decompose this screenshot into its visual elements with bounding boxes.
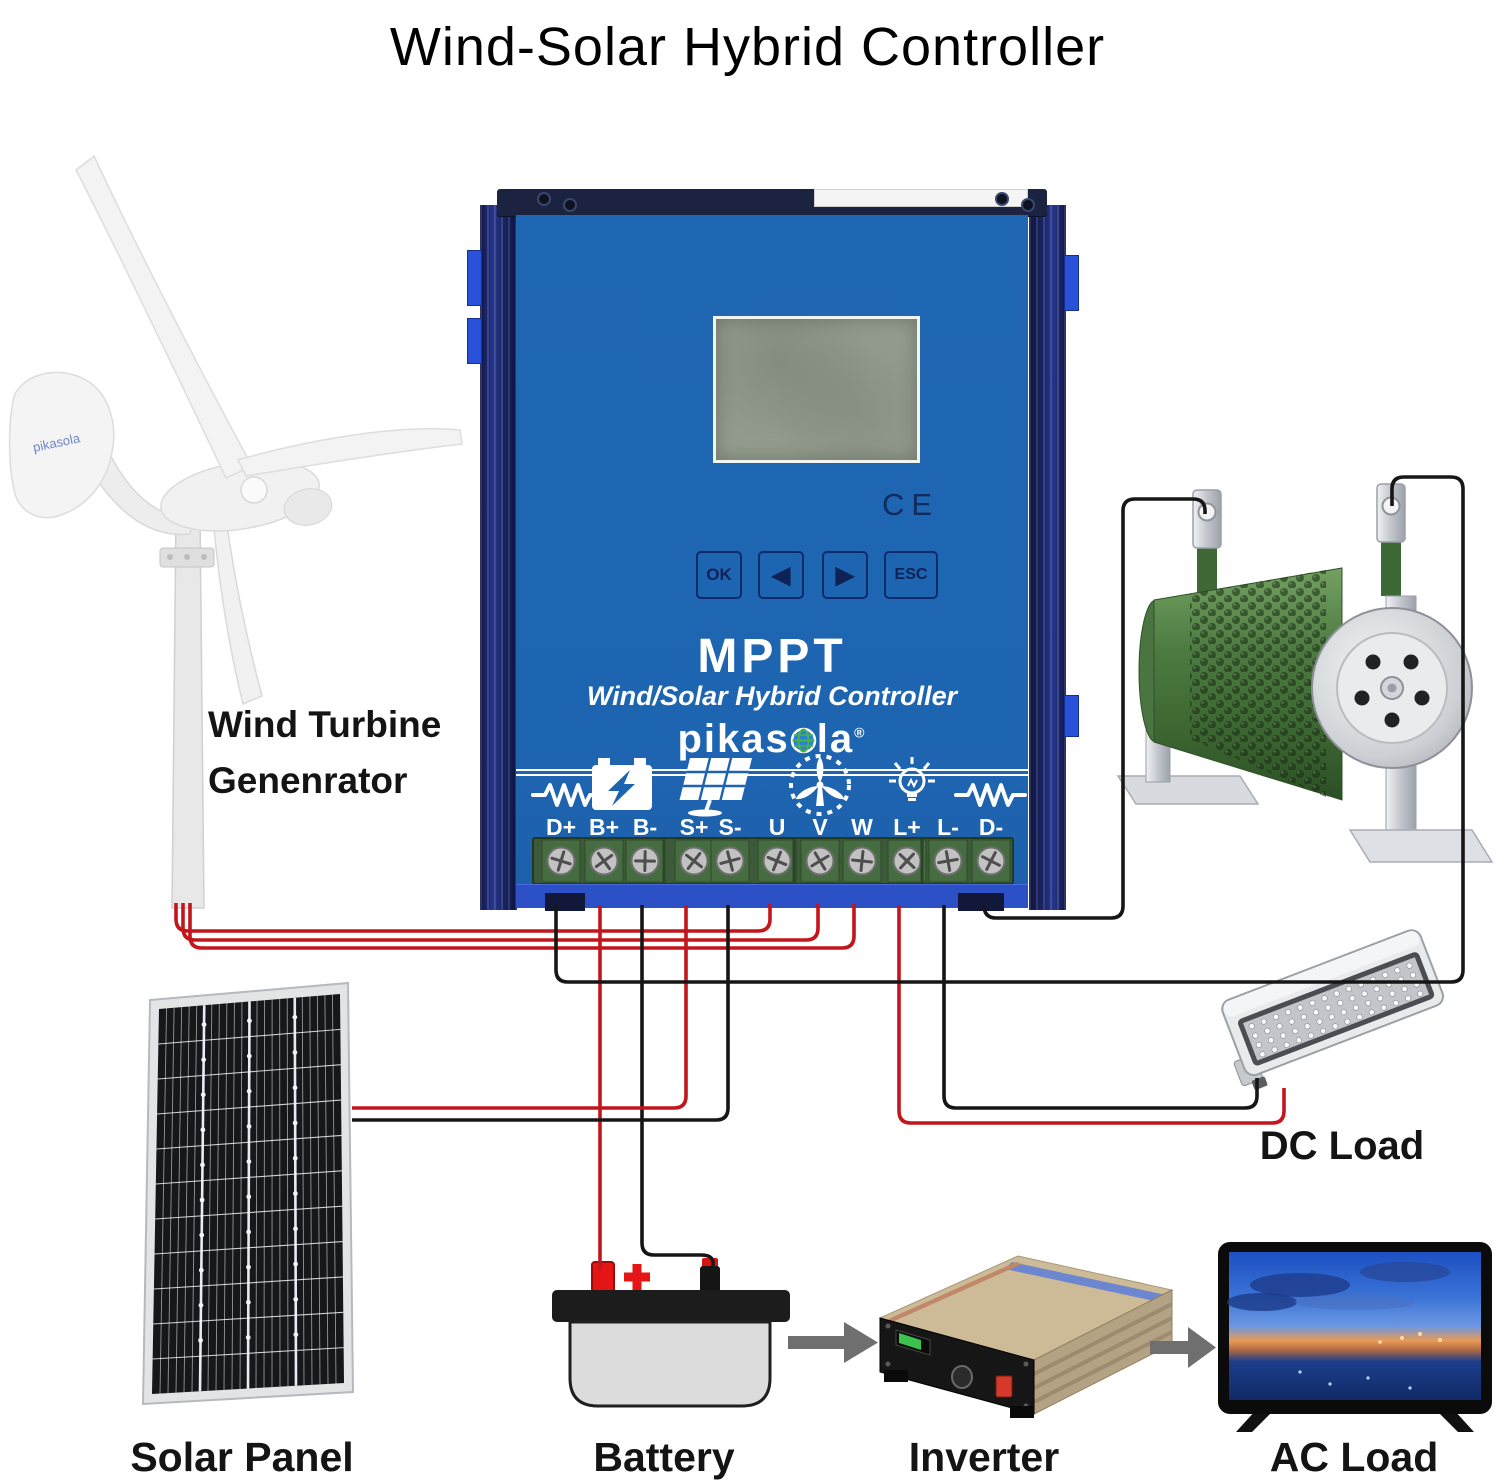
controller-foot [958,893,1004,911]
screw-icon [537,192,551,206]
screw-icon [1021,198,1035,212]
terminal-group-divider [663,839,666,883]
terminal-icon-band [516,750,1028,822]
mount-tab [467,318,482,364]
terminal-strip [516,834,1028,884]
turbine-mast [172,512,204,908]
controller-subtitle: Wind/Solar Hybrid Controller [516,681,1028,712]
controller-right-heatsink [1029,205,1066,910]
dc-load-lamp-graphic [1212,927,1451,1094]
ac-load-tv-graphic [1218,1242,1492,1432]
wind-turbine-label-line2: Genenrator [208,760,407,802]
page-title: Wind-Solar Hybrid Controller [0,16,1495,78]
resistor-left-foot [1118,776,1258,804]
turbine-blade-down [212,502,262,704]
ac-load-label: AC Load [1228,1434,1480,1481]
model-text: MPPT [516,629,1028,684]
dc-load-label: DC Load [1222,1124,1462,1169]
screw-icon [563,198,577,212]
lcd-screen [713,316,920,463]
inverter-switch [996,1376,1012,1397]
mount-tab [1064,255,1079,311]
turbine-hub [241,477,267,503]
brand-registered-mark: ® [854,725,866,741]
resistor-right-foot [1350,830,1492,862]
battery-body [570,1322,770,1406]
ok-button[interactable]: OK [696,551,742,599]
battery-label: Battery [538,1434,790,1481]
battery-graphic [552,1258,790,1406]
mount-tab [1064,695,1079,737]
esc-button[interactable]: ESC [884,551,938,599]
battery-icon [592,758,652,810]
controller-foot [545,893,585,911]
resistor-winding-texture [1190,570,1326,797]
battery-lid [552,1290,790,1322]
controller-bottom-bar [516,884,1028,908]
wind-turbine-label-line1: Wind Turbine [208,704,441,746]
bulb-icon [889,757,935,801]
controller-left-heatsink [480,205,517,910]
resistor-icon [533,785,602,805]
ce-mark: CE [882,487,952,523]
resistor-icon [956,785,1025,805]
controller-top-bar [497,189,1047,216]
wind-turbine-icon [791,756,849,814]
mount-tab [467,250,482,306]
inverter-graphic [880,1256,1172,1418]
solar-panel-label: Solar Panel [92,1434,392,1481]
solar-panel-graphic [143,983,353,1404]
arrow-right-button[interactable]: ▶ [822,551,868,599]
turbine-blade-right [238,429,462,476]
terminal-group-divider [921,839,924,883]
hybrid-controller-unit: CE OK ◀ ▶ ESC MPPT Wind/Solar Hybrid Con… [480,185,1066,910]
arrow-battery-to-inverter [788,1322,878,1363]
inverter-label: Inverter [858,1434,1110,1481]
arrow-left-button[interactable]: ◀ [758,551,804,599]
inverter-outlet [952,1366,972,1388]
dump-load-resistor-graphic [1118,484,1492,862]
terminal-group-divider [793,839,796,883]
solar-panel-icon [680,758,752,817]
screw-icon [995,192,1009,206]
